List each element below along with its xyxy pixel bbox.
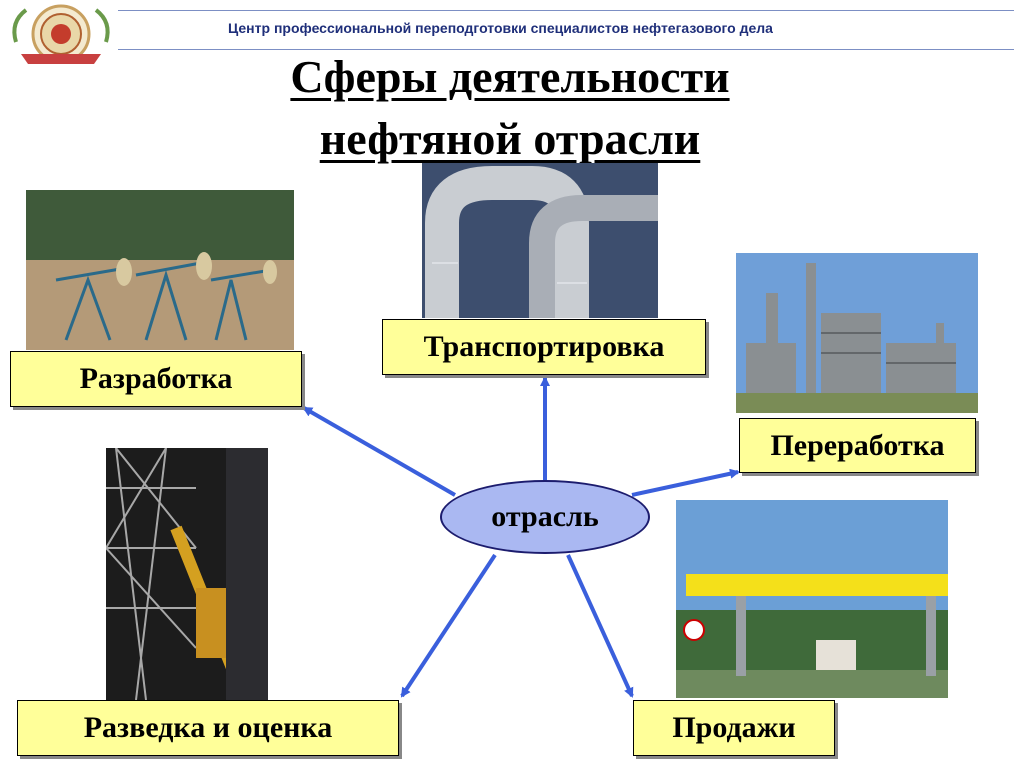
- node-exploration: Разведка и оценка: [17, 700, 399, 756]
- emblem-seal-icon: [6, 2, 116, 72]
- center-node-industry: отрасль: [440, 480, 650, 554]
- header-divider-top: [118, 10, 1014, 11]
- arrow-to-exploration: [400, 553, 497, 698]
- arrow-to-sales: [566, 554, 634, 698]
- gas-station-photo: [676, 500, 948, 698]
- arrow-to-processing: [631, 468, 740, 497]
- slide-title: Сферы деятельности нефтяной отрасли: [180, 46, 840, 170]
- node-processing: Переработка: [739, 418, 976, 473]
- header-divider-bottom: [118, 49, 1014, 50]
- organization-name: Центр профессиональной переподготовки сп…: [228, 20, 773, 36]
- slide-title-line2: нефтяной отрасли: [319, 113, 701, 164]
- arrow-to-development: [302, 406, 456, 497]
- pumpjacks-photo: [26, 190, 294, 350]
- refinery-photo: [736, 253, 978, 413]
- node-development: Разработка: [10, 351, 302, 407]
- node-sales: Продажи: [633, 700, 835, 756]
- drilling-rig-photo: [106, 448, 268, 700]
- node-transportation: Транспортировка: [382, 319, 706, 375]
- center-node-label: отрасль: [491, 500, 599, 533]
- slide-title-line1: Сферы деятельности: [290, 51, 730, 102]
- pipeline-photo: [422, 163, 658, 318]
